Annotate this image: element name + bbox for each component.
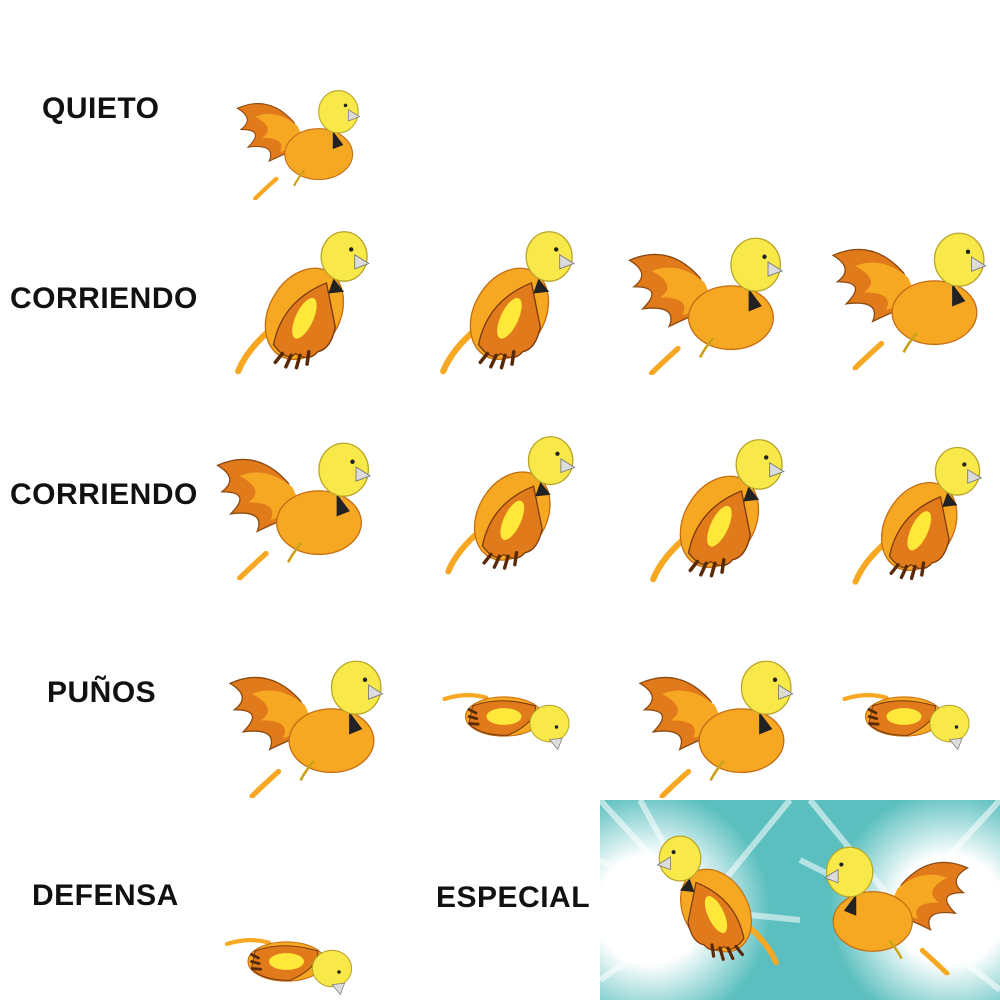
- bird-idle-icon: [205, 80, 390, 200]
- bird-run-icon: [210, 230, 390, 380]
- bird-run-icon: [418, 435, 598, 580]
- bird-run-icon: [200, 430, 385, 580]
- sprite-run-2-frame-2: [418, 435, 598, 580]
- sprite-defense: [200, 930, 380, 1000]
- bird-defense-icon: [200, 930, 380, 1000]
- bird-run-icon: [612, 225, 797, 375]
- sprite-run-2-frame-3: [625, 438, 805, 588]
- sprite-punch-frame-3: [625, 648, 805, 798]
- bird-run-icon: [818, 220, 998, 370]
- bird-punch-icon: [815, 685, 1000, 755]
- label-corriendo-1: CORRIENDO: [10, 282, 198, 315]
- sprite-punch-frame-1: [215, 648, 395, 798]
- bird-run-icon: [625, 438, 805, 588]
- bird-special-icon: [815, 810, 980, 1000]
- bird-punch-icon: [215, 648, 395, 798]
- label-especial: ESPECIAL: [436, 881, 591, 914]
- label-quieto: QUIETO: [42, 92, 160, 125]
- bird-run-icon: [415, 230, 595, 380]
- bird-punch-icon: [625, 648, 805, 798]
- sprite-run-1-frame-1: [210, 230, 390, 380]
- sprite-run-1-frame-4: [818, 220, 998, 370]
- sprite-run-1-frame-3: [612, 225, 797, 375]
- bird-run-icon: [830, 438, 1000, 598]
- sprite-punch-frame-2: [415, 685, 600, 755]
- sprite-special-frame-1: [640, 805, 800, 1000]
- label-corriendo-2: CORRIENDO: [10, 478, 198, 511]
- label-punos: PUÑOS: [47, 676, 157, 709]
- sprite-run-1-frame-2: [415, 230, 595, 380]
- bird-special-icon: [640, 805, 800, 1000]
- bird-punch-icon: [415, 685, 600, 755]
- label-defensa: DEFENSA: [32, 879, 179, 912]
- sprite-quieto: [205, 80, 390, 200]
- sprite-run-2-frame-1: [200, 430, 385, 580]
- sprite-punch-frame-4: [815, 685, 1000, 755]
- sprite-run-2-frame-4: [830, 438, 1000, 598]
- sprite-special-frame-2: [815, 810, 980, 1000]
